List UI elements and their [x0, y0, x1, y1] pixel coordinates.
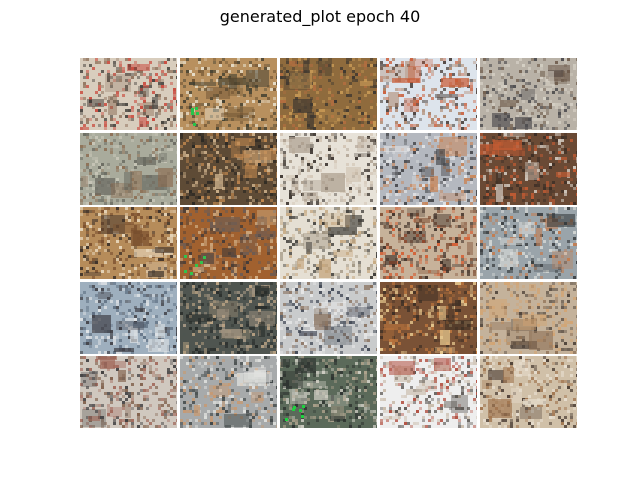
generated-image-tile: [180, 58, 277, 130]
generated-image-tile: [480, 58, 577, 130]
generated-image-tile: [180, 207, 277, 279]
generated-image: [380, 207, 477, 279]
generated-image-tile: [480, 281, 577, 354]
generated-image-tile: [80, 281, 177, 354]
generated-image: [280, 58, 377, 130]
generated-image-tile: [80, 132, 177, 205]
generated-image: [80, 207, 177, 279]
generated-image: [480, 281, 577, 354]
generated-image: [280, 281, 377, 354]
generated-image: [480, 356, 577, 428]
generated-image-tile: [280, 281, 377, 354]
generated-image-tile: [280, 132, 377, 205]
generated-image: [280, 356, 377, 428]
generated-image: [380, 356, 477, 428]
generated-image-tile: [80, 207, 177, 279]
generated-image: [80, 132, 177, 205]
generated-image: [180, 207, 277, 279]
generated-image-tile: [280, 58, 377, 130]
figure-title: generated_plot epoch 40: [219, 7, 421, 26]
generated-image: [80, 281, 177, 354]
image-grid: [80, 58, 577, 428]
generated-image-tile: [180, 356, 277, 428]
generated-image: [80, 356, 177, 428]
generated-image: [380, 132, 477, 205]
generated-image: [180, 58, 277, 130]
generated-image-tile: [280, 207, 377, 279]
generated-image-tile: [80, 58, 177, 130]
generated-image: [380, 281, 477, 354]
generated-image: [80, 58, 177, 130]
generated-image-tile: [80, 356, 177, 428]
generated-image: [480, 132, 577, 205]
generated-image: [180, 356, 277, 428]
generated-image-tile: [380, 281, 477, 354]
generated-image-tile: [280, 356, 377, 428]
generated-image-tile: [480, 207, 577, 279]
generated-image-tile: [180, 281, 277, 354]
generated-image-tile: [380, 356, 477, 428]
generated-image: [380, 58, 477, 130]
generated-image-tile: [380, 132, 477, 205]
generated-image: [480, 207, 577, 279]
generated-image: [180, 132, 277, 205]
generated-image-tile: [380, 58, 477, 130]
generated-image-tile: [480, 356, 577, 428]
generated-image: [280, 132, 377, 205]
generated-image: [280, 207, 377, 279]
generated-image-tile: [480, 132, 577, 205]
generated-image: [480, 58, 577, 130]
generated-image: [180, 281, 277, 354]
generated-image-tile: [380, 207, 477, 279]
generated-image-tile: [180, 132, 277, 205]
